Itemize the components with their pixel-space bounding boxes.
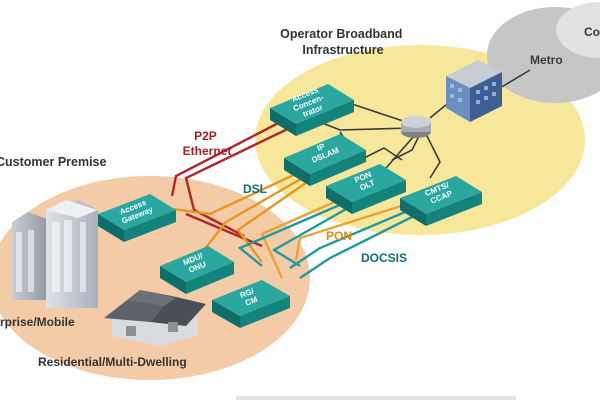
- docsis-link-line: [299, 206, 431, 279]
- link-lines: [149, 114, 431, 279]
- customer-premise-title: Customer Premise: [0, 155, 107, 169]
- dsl-link-line: [236, 179, 311, 263]
- dsl-label: DSL: [243, 182, 267, 196]
- residential-label: Residential/Multi-Dwelling: [38, 355, 187, 369]
- device-rg-cm: [212, 280, 290, 328]
- access-concentrator-label: Access Concen- trator: [289, 84, 331, 122]
- device-pon-olt: [326, 164, 406, 214]
- device-ip-dslam: [284, 134, 366, 186]
- router-hub: [401, 116, 431, 138]
- p2p-link-line: [170, 114, 293, 197]
- device-access-gateway: [98, 194, 176, 242]
- p2p-link-line: [185, 212, 263, 248]
- device-cmts-ccap: [400, 176, 482, 226]
- operator-title: Operator Broadband Infrastructure: [280, 27, 406, 57]
- core-cloud: [556, 2, 600, 58]
- pon-link-line: [237, 196, 357, 267]
- pon-link-line: [271, 198, 363, 268]
- device-access-concentrator: [270, 84, 354, 136]
- metro-label: Metro: [530, 53, 563, 67]
- pon-label: PON: [326, 229, 352, 243]
- bottom-strip: [236, 396, 516, 400]
- docsis-label: DOCSIS: [361, 251, 407, 265]
- dsl-link-line: [203, 174, 307, 251]
- data-center-building: [446, 60, 502, 122]
- docsis-link-line: [294, 198, 421, 261]
- residential-house: [104, 290, 206, 346]
- enterprise-mobile-label: rprise/Mobile: [0, 315, 75, 329]
- core-label: Co: [584, 25, 600, 39]
- p2p-link-line: [184, 122, 299, 238]
- p2p-ethernet-label: P2P Ethernet: [183, 129, 232, 158]
- rg-cm-label: RG/ CM: [239, 286, 261, 309]
- docsis-link-line: [289, 202, 425, 269]
- pon-link-line: [260, 194, 349, 279]
- enterprise-buildings: [12, 200, 98, 308]
- device-mdu-onu: [160, 246, 234, 294]
